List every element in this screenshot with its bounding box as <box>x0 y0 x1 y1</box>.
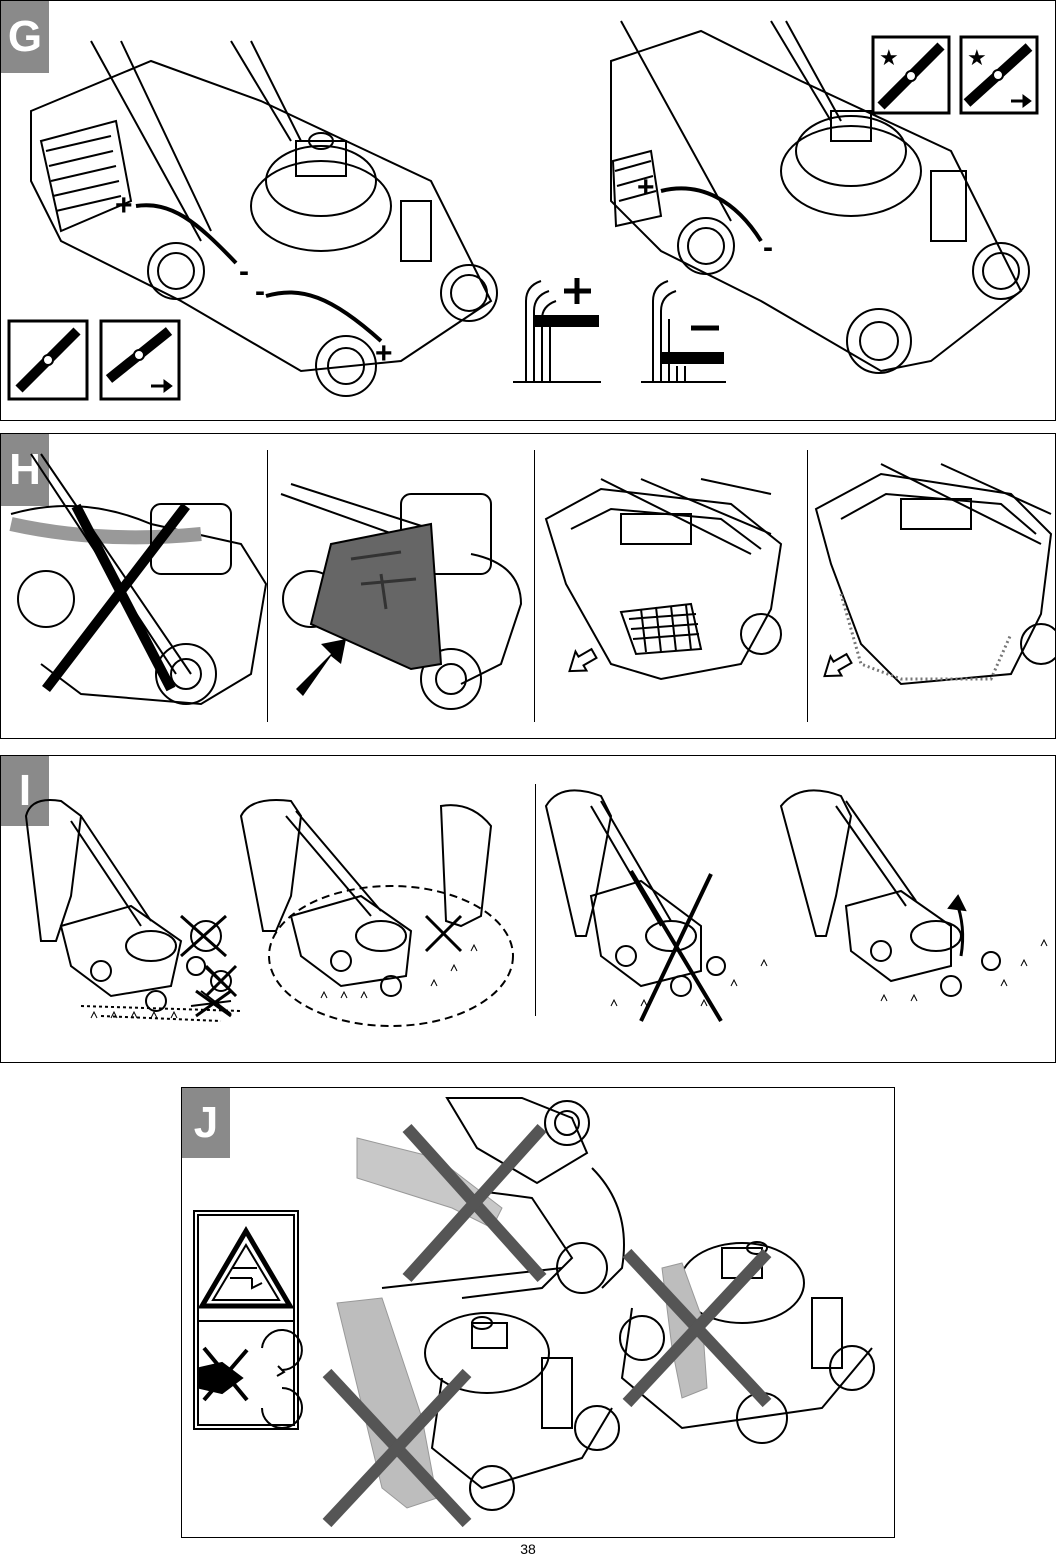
mower-rear-crossed <box>11 454 266 704</box>
rotating-blade-icon <box>262 1330 302 1428</box>
operator-mowing-scene-3 <box>546 790 725 996</box>
blade-icon <box>9 321 87 399</box>
section-h-panel: H <box>0 433 1056 739</box>
grass-catcher-full <box>816 464 1056 684</box>
adjust-minus-label-3: - <box>763 231 773 264</box>
cross-mark <box>426 916 461 951</box>
arrow-icon <box>818 649 855 683</box>
adjust-minus-label-2: - <box>255 275 265 308</box>
height-minus-icon <box>641 281 726 382</box>
section-g-illustration: + - - + <box>1 1 1056 422</box>
mower-hand-scene-left <box>425 1313 619 1510</box>
height-plus-icon <box>513 278 601 382</box>
page-number: 38 <box>0 1541 1056 1557</box>
arrow-icon <box>296 639 346 696</box>
section-i-panel: I <box>0 755 1056 1063</box>
cross-mark <box>407 1128 542 1278</box>
blade-star-icon: ★ <box>873 37 949 113</box>
operator-mowing-scene-1 <box>26 800 241 1021</box>
section-i-illustration <box>1 756 1056 1064</box>
blade-direction-icon <box>101 321 179 399</box>
operator-mowing-scene-2 <box>241 800 513 1026</box>
blade-star-direction-icon: ★ <box>961 37 1037 113</box>
arrow-icon <box>563 644 600 678</box>
warning-triangle-icon <box>202 1231 290 1306</box>
no-hands-icon <box>200 1348 247 1400</box>
svg-text:★: ★ <box>967 45 987 70</box>
adjust-plus-label-3: + <box>637 171 655 204</box>
svg-text:★: ★ <box>879 45 899 70</box>
grass-catcher-mesh <box>546 479 781 679</box>
adjust-minus-label: - <box>239 255 249 288</box>
section-g-panel: G + - - + <box>0 0 1056 421</box>
mower-illustration-right <box>611 21 1029 373</box>
grass-tufts <box>91 940 1047 1018</box>
section-j-panel: J <box>181 1087 895 1538</box>
adjust-plus-label: + <box>115 189 133 222</box>
section-h-illustration <box>1 434 1056 740</box>
adjust-plus-label-2: + <box>375 337 393 370</box>
operator-mowing-scene-4 <box>781 790 1000 996</box>
section-j-illustration <box>182 1088 896 1539</box>
cross-mark <box>631 871 721 1021</box>
